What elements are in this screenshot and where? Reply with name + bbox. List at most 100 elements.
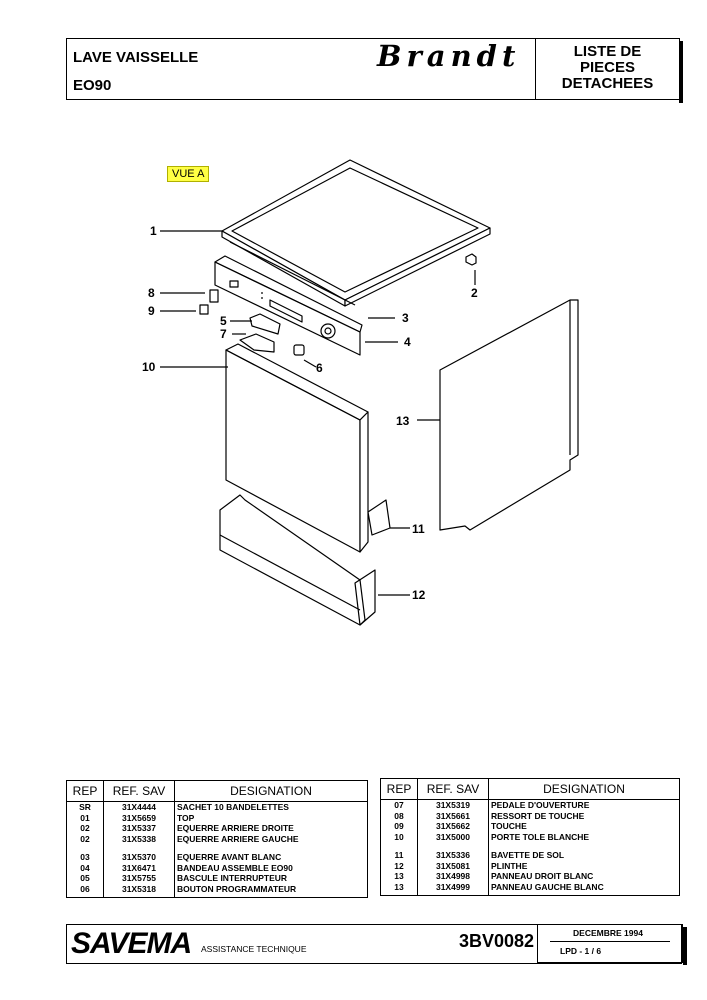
ref-cell: 31X5662 xyxy=(417,821,489,832)
rep-cell: 03 xyxy=(66,852,104,863)
ref-cell: 31X5081 xyxy=(417,860,489,871)
designation-cell: PANNEAU GAUCHE BLANC xyxy=(488,881,680,892)
rep-cell: 02 xyxy=(66,833,104,844)
callout-6: 6 xyxy=(316,361,323,375)
document-number: 3BV0082 xyxy=(459,931,535,951)
ref-cell: 31X5370 xyxy=(103,852,175,863)
designation-cell: EQUERRE ARRIERE GAUCHE xyxy=(174,833,368,844)
callout-5: 5 xyxy=(220,314,227,328)
callout-1: 1 xyxy=(150,224,157,238)
col-rep: REP xyxy=(66,780,104,802)
callout-4: 4 xyxy=(404,335,411,349)
rep-cell: 04 xyxy=(66,862,104,873)
part-key xyxy=(199,304,209,315)
part-floor-flap xyxy=(367,499,391,536)
designation-cell: PANNEAU DROIT BLANC xyxy=(488,871,680,882)
rep-cell: 08 xyxy=(380,810,418,821)
document-type-line1: LISTE DE xyxy=(573,43,642,60)
callout-11: 11 xyxy=(412,522,425,536)
rep-cell: 11 xyxy=(380,850,418,861)
ref-cell: 31X5318 xyxy=(103,883,175,894)
ref-cell: 31X4998 xyxy=(417,871,489,882)
ref-cell: 31X5337 xyxy=(103,823,175,834)
header-box: LAVE VAISSELLE EO90 Brandt LISTE DE PIEC… xyxy=(66,38,683,103)
part-side-panel xyxy=(439,299,579,531)
part-key-spring xyxy=(209,289,219,303)
part-rocker-switch xyxy=(249,313,281,335)
callout-9: 9 xyxy=(148,304,155,318)
ref-cell: 31X5659 xyxy=(103,812,175,823)
callout-8: 8 xyxy=(148,286,155,300)
ref-cell: 31X4999 xyxy=(417,881,489,892)
part-control-panel xyxy=(214,255,363,356)
view-label: VUE A xyxy=(167,166,210,182)
col-ref: REF. SAV xyxy=(417,778,489,800)
col-designation: DESIGNATION xyxy=(174,780,368,802)
document-date: DECEMBRE 1994 xyxy=(573,928,643,938)
rep-cell: 06 xyxy=(66,883,104,894)
rep-cell: 02 xyxy=(66,823,104,834)
ref-cell: 31X5336 xyxy=(417,850,489,861)
rep-cell: 13 xyxy=(380,881,418,892)
company-logo: SAVEMA xyxy=(71,927,192,960)
document-type-line3: DETACHEES xyxy=(561,75,654,92)
rep-cell: 07 xyxy=(380,799,418,811)
part-pedal xyxy=(239,333,275,353)
callout-10: 10 xyxy=(142,360,156,374)
rep-cell: SR xyxy=(66,801,104,813)
date-box: DECEMBRE 1994 LPD - 1 / 6 xyxy=(537,924,687,965)
designation-cell: BAVETTE DE SOL xyxy=(488,850,680,861)
designation-cell: SACHET 10 BANDELETTES xyxy=(174,801,368,813)
callout-7: 7 xyxy=(220,327,227,341)
designation-cell: TOUCHE xyxy=(488,821,680,832)
callout-3: 3 xyxy=(402,311,409,325)
part-rear-bracket xyxy=(465,253,477,266)
part-door xyxy=(225,343,369,553)
designation-cell: TOP xyxy=(174,812,368,823)
col-rep: REP xyxy=(380,778,418,800)
footer-box: SAVEMA ASSISTANCE TECHNIQUE 3BV0082 DECE… xyxy=(66,924,687,965)
company-subtitle: ASSISTANCE TECHNIQUE xyxy=(201,944,307,954)
designation-cell: BOUTON PROGRAMMATEUR xyxy=(174,883,368,894)
brand-logo: Brandt xyxy=(377,39,521,73)
ref-cell: 31X5755 xyxy=(103,873,175,884)
rep-cell: 13 xyxy=(380,871,418,882)
document-type-box: LISTE DE PIECES DETACHEES xyxy=(535,38,683,103)
designation-cell: PORTE TOLE BLANCHE xyxy=(488,831,680,842)
ref-cell: 31X4444 xyxy=(103,801,175,813)
ref-cell: 31X5661 xyxy=(417,810,489,821)
designation-cell: EQUERRE ARRIERE DROITE xyxy=(174,823,368,834)
document-type-line2: PIECES xyxy=(579,59,636,76)
col-designation: DESIGNATION xyxy=(488,778,680,800)
ref-cell: 31X5338 xyxy=(103,833,175,844)
designation-cell: EQUERRE AVANT BLANC xyxy=(174,852,368,863)
product-title: LAVE VAISSELLE xyxy=(73,49,199,66)
rep-cell: 05 xyxy=(66,873,104,884)
ref-cell: 31X5000 xyxy=(417,831,489,842)
part-plinth xyxy=(219,494,376,626)
ref-cell: 31X6471 xyxy=(103,862,175,873)
designation-cell: BANDEAU ASSEMBLE EO90 xyxy=(174,862,368,873)
designation-cell: BASCULE INTERRUPTEUR xyxy=(174,873,368,884)
callout-2: 2 xyxy=(471,286,478,300)
part-top xyxy=(221,159,491,307)
